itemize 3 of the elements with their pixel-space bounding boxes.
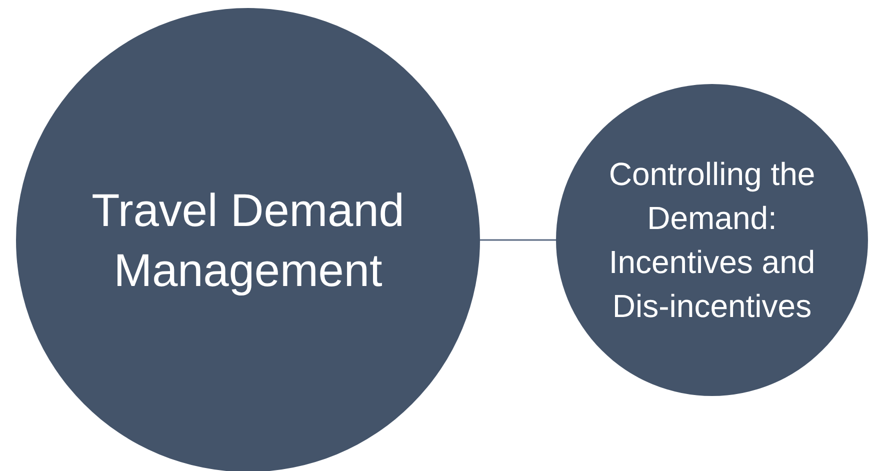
node-label: Controlling the Demand: Incentives and Dis-incentives [608,155,816,326]
connector-line [480,239,556,241]
node-label: Travel Demand Management [90,183,406,298]
